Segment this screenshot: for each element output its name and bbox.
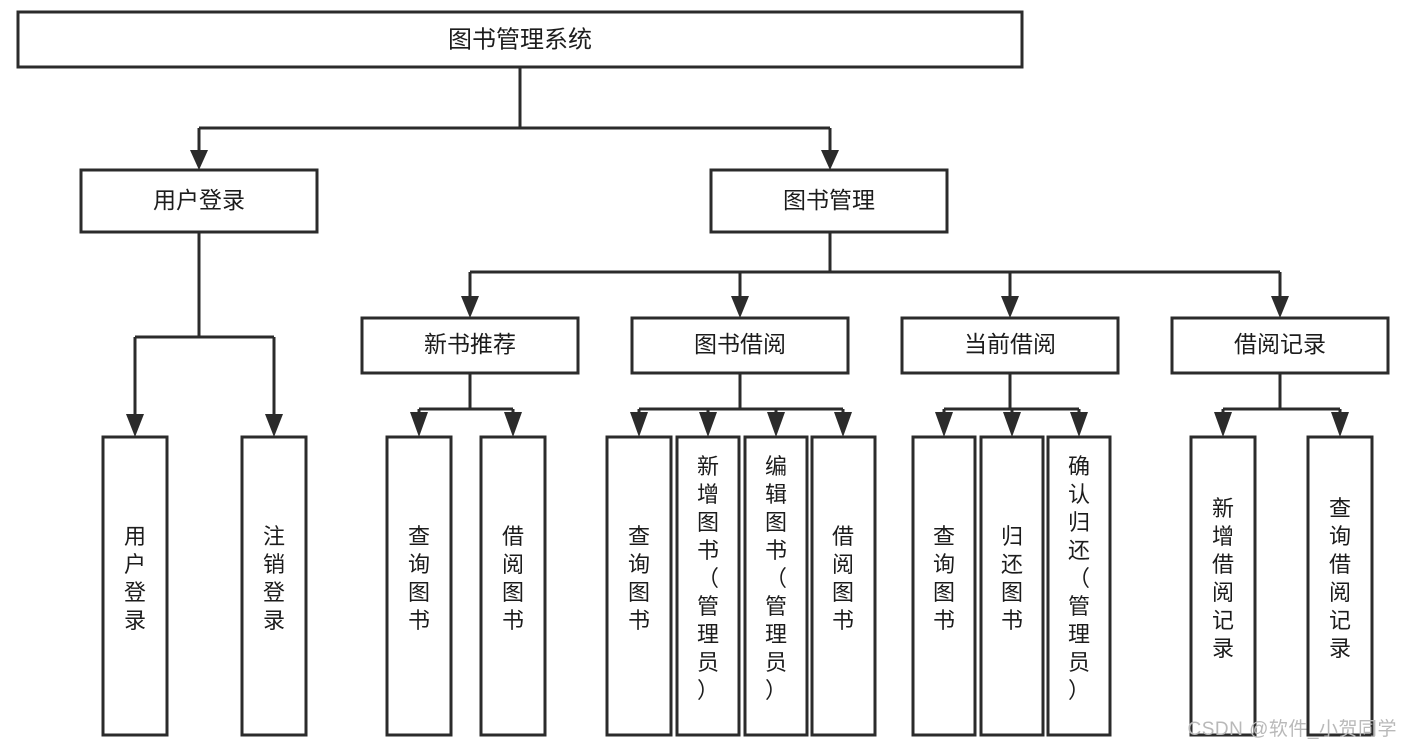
leaf-logout[interactable]: 注销登录 (240, 435, 308, 737)
leaf-edit-book-admin-label: 编辑图书（管理员） (765, 454, 787, 703)
leaf-user-login-box[interactable] (101, 435, 169, 737)
arrowhead-leaf-confirm-return (1070, 412, 1088, 437)
leaf-confirm-return-admin[interactable]: 确认归还（管理员） (1046, 435, 1112, 737)
leaf-edit-book-admin-box[interactable] (743, 435, 809, 737)
arrowhead-record (1271, 296, 1289, 318)
leaf-query-book-2-box[interactable] (605, 435, 673, 737)
leaf-borrow-book-2[interactable]: 借阅图书 (810, 435, 877, 737)
leaf-add-borrow-record-label: 新增借阅记录 (1212, 496, 1234, 661)
node-borrow-record-label: 借阅记录 (1234, 331, 1326, 357)
leaf-query-borrow-record-label: 查询借阅记录 (1329, 496, 1351, 661)
arrowhead-leaf-add-book (699, 412, 717, 437)
arrowhead-leaf-edit-book (767, 412, 785, 437)
node-book-borrow-label: 图书借阅 (694, 331, 786, 357)
leaf-query-book-1[interactable]: 查询图书 (385, 435, 453, 737)
arrowhead-leaf-query-record (1331, 412, 1349, 437)
leaf-edit-book-admin[interactable]: 编辑图书（管理员） (743, 435, 809, 737)
node-root-box[interactable] (16, 10, 1024, 69)
arrowhead-leaf-query-book-2 (630, 412, 648, 437)
leaf-query-book-1-label: 查询图书 (408, 524, 430, 633)
arrowhead-current (1001, 296, 1019, 318)
node-borrow-record-box[interactable] (1170, 316, 1390, 375)
node-new-book-recommend[interactable]: 新书推荐 (360, 316, 580, 375)
connector-layer (126, 67, 1349, 437)
leaf-borrow-book-2-box[interactable] (810, 435, 877, 737)
leaf-confirm-return-admin-box[interactable] (1046, 435, 1112, 737)
leaf-add-borrow-record-box[interactable] (1189, 435, 1257, 737)
leaf-add-borrow-record[interactable]: 新增借阅记录 (1189, 435, 1257, 737)
leaf-borrow-book-2-label: 借阅图书 (832, 524, 854, 633)
leaf-user-login[interactable]: 用户登录 (101, 435, 169, 737)
leaf-return-book-box[interactable] (979, 435, 1045, 737)
leaf-confirm-return-admin-label: 确认归还（管理员） (1068, 454, 1090, 703)
arrowhead-leaf-logout (265, 414, 283, 437)
node-root-label: 图书管理系统 (448, 26, 592, 53)
leaf-return-book[interactable]: 归还图书 (979, 435, 1045, 737)
node-current-borrow-box[interactable] (900, 316, 1120, 375)
arrowhead-leaf-query-book-1 (410, 412, 428, 437)
node-borrow-record[interactable]: 借阅记录 (1170, 316, 1390, 375)
leaf-logout-label: 注销登录 (263, 524, 285, 633)
leaf-logout-box[interactable] (240, 435, 308, 737)
leaf-query-book-2-label: 查询图书 (628, 524, 650, 633)
leaf-add-book-admin-label: 新增图书（管理员） (697, 454, 719, 703)
arrowhead-borrow (731, 296, 749, 318)
node-user-login-label: 用户登录 (153, 187, 245, 213)
node-user-login-box[interactable] (79, 168, 319, 234)
leaf-user-login-label: 用户登录 (124, 524, 146, 633)
node-user-login[interactable]: 用户登录 (79, 168, 319, 234)
leaf-return-book-label: 归还图书 (1001, 524, 1023, 633)
leaf-query-book-3-box[interactable] (911, 435, 977, 737)
arrowhead-newbook (461, 296, 479, 318)
leaf-query-borrow-record[interactable]: 查询借阅记录 (1306, 435, 1374, 737)
node-book-management-box[interactable] (709, 168, 949, 234)
leaf-query-book-3-label: 查询图书 (933, 524, 955, 633)
arrowhead-leaf-return-book (1003, 412, 1021, 437)
arrowhead-book-mgmt (821, 150, 839, 170)
leaf-query-borrow-record-box[interactable] (1306, 435, 1374, 737)
leaf-query-book-1-box[interactable] (385, 435, 453, 737)
node-book-management[interactable]: 图书管理 (709, 168, 949, 234)
node-book-borrow-box[interactable] (630, 316, 850, 375)
node-current-borrow-label: 当前借阅 (964, 331, 1056, 357)
leaf-query-book-3[interactable]: 查询图书 (911, 435, 977, 737)
leaf-borrow-book-1-box[interactable] (479, 435, 547, 737)
arrowhead-leaf-borrow-book-2 (834, 412, 852, 437)
arrowhead-leaf-add-record (1214, 412, 1232, 437)
node-new-book-recommend-box[interactable] (360, 316, 580, 375)
node-root[interactable]: 图书管理系统 (16, 10, 1024, 69)
node-book-borrow[interactable]: 图书借阅 (630, 316, 850, 375)
arrowhead-leaf-borrow-book-1 (504, 412, 522, 437)
leaf-add-book-admin-box[interactable] (675, 435, 741, 737)
leaf-borrow-book-1-label: 借阅图书 (502, 524, 524, 633)
node-book-management-label: 图书管理 (783, 187, 875, 213)
arrowhead-leaf-query-book-3 (935, 412, 953, 437)
leaf-add-book-admin[interactable]: 新增图书（管理员） (675, 435, 741, 737)
arrowhead-user-login (190, 150, 208, 170)
node-new-book-recommend-label: 新书推荐 (424, 331, 516, 357)
leaf-query-book-2[interactable]: 查询图书 (605, 435, 673, 737)
arrowhead-leaf-user-login (126, 414, 144, 437)
node-current-borrow[interactable]: 当前借阅 (900, 316, 1120, 375)
leaf-borrow-book-1[interactable]: 借阅图书 (479, 435, 547, 737)
